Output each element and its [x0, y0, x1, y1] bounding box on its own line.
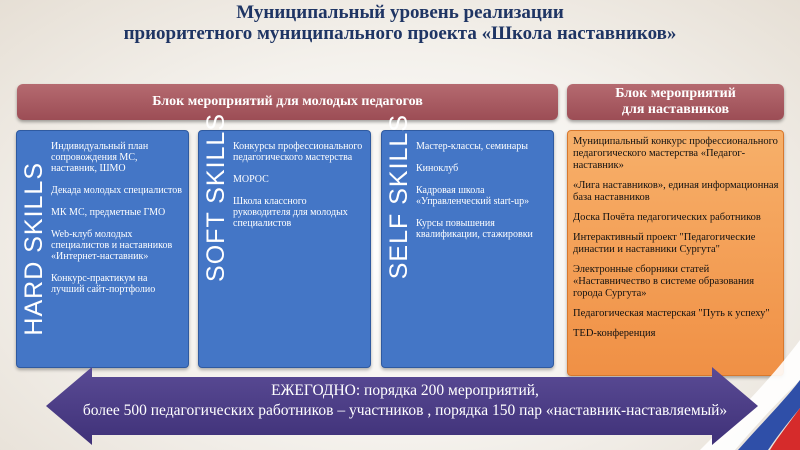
soft-item: МОРОС	[233, 174, 269, 185]
title-line-2: приоритетного муниципального проекта «Шк…	[123, 23, 677, 44]
mentor-item: Электронные сборники статей «Наставничес…	[573, 264, 755, 299]
soft-item: Школа классного руководителя для молодых…	[233, 196, 348, 229]
hard-item: Декада молодых специалистов	[51, 185, 182, 196]
young-teachers-block-header: Блок мероприятий для молодых педагогов	[17, 84, 558, 120]
mentor-item: «Лига наставников», единая информационна…	[573, 180, 779, 203]
hard-item: МК МС, предметные ГМО	[51, 207, 166, 218]
mentor-item: Интерактивный проект "Педагогические дин…	[573, 232, 756, 255]
self-skills-label: SELF SKILLS	[384, 114, 413, 280]
hard-skills-box: HARD SKILLS Индивидуальный план сопровож…	[16, 130, 189, 368]
annual-summary-line-1: ЕЖЕГОДНО: порядка 200 мероприятий,	[271, 382, 539, 399]
soft-skills-label: SOFT SKILLS	[201, 112, 230, 282]
self-skills-box: SELF SKILLS Мастер-классы, семинары Кино…	[381, 114, 554, 368]
annual-summary-arrow	[46, 367, 758, 445]
mentors-box: Муниципальный конкурс профессионального …	[567, 130, 784, 376]
mentor-item: Педагогическая мастерская "Путь к успеху…	[573, 308, 770, 319]
page-title: Муниципальный уровень реализации приорит…	[0, 2, 800, 44]
mentor-item: Муниципальный конкурс профессионального …	[573, 136, 778, 171]
flag-ribbon-decoration	[700, 340, 800, 450]
self-item: Мастер-классы, семинары	[416, 141, 528, 152]
mentors-block-label-line-2: для наставников	[621, 102, 730, 117]
mentors-block-label-line-1: Блок мероприятий	[615, 86, 736, 101]
self-item: Кадровая школа «Управленческий start-up»	[416, 185, 530, 207]
hard-item: Конкурс-практикум на лучший сайт-портфол…	[51, 273, 156, 295]
hard-item: Web-клуб молодых специалистов и наставни…	[51, 229, 173, 262]
hard-item: Индивидуальный план сопровождения МС, на…	[51, 141, 149, 174]
hard-skills-label: HARD SKILLS	[19, 162, 48, 336]
self-item: Киноклуб	[416, 163, 459, 174]
soft-item: Конкурсы профессионального педагогическо…	[233, 141, 363, 163]
mentors-block-header: Блок мероприятий для наставников	[567, 84, 784, 120]
mentor-item: Доска Почёта педагогических работников	[573, 212, 761, 223]
young-teachers-block-label: Блок мероприятий для молодых педагогов	[152, 94, 423, 109]
soft-skills-box: SOFT SKILLS Конкурсы профессионального п…	[198, 113, 371, 368]
title-line-1: Муниципальный уровень реализации	[236, 2, 564, 23]
annual-summary-line-2: более 500 педагогических работников – уч…	[82, 402, 728, 419]
self-item: Курсы повышения квалификации, стажировки	[416, 218, 533, 240]
mentor-item: TED-конференция	[573, 328, 656, 339]
annual-summary-text: ЕЖЕГОДНО: порядка 200 мероприятий, более…	[60, 381, 750, 421]
